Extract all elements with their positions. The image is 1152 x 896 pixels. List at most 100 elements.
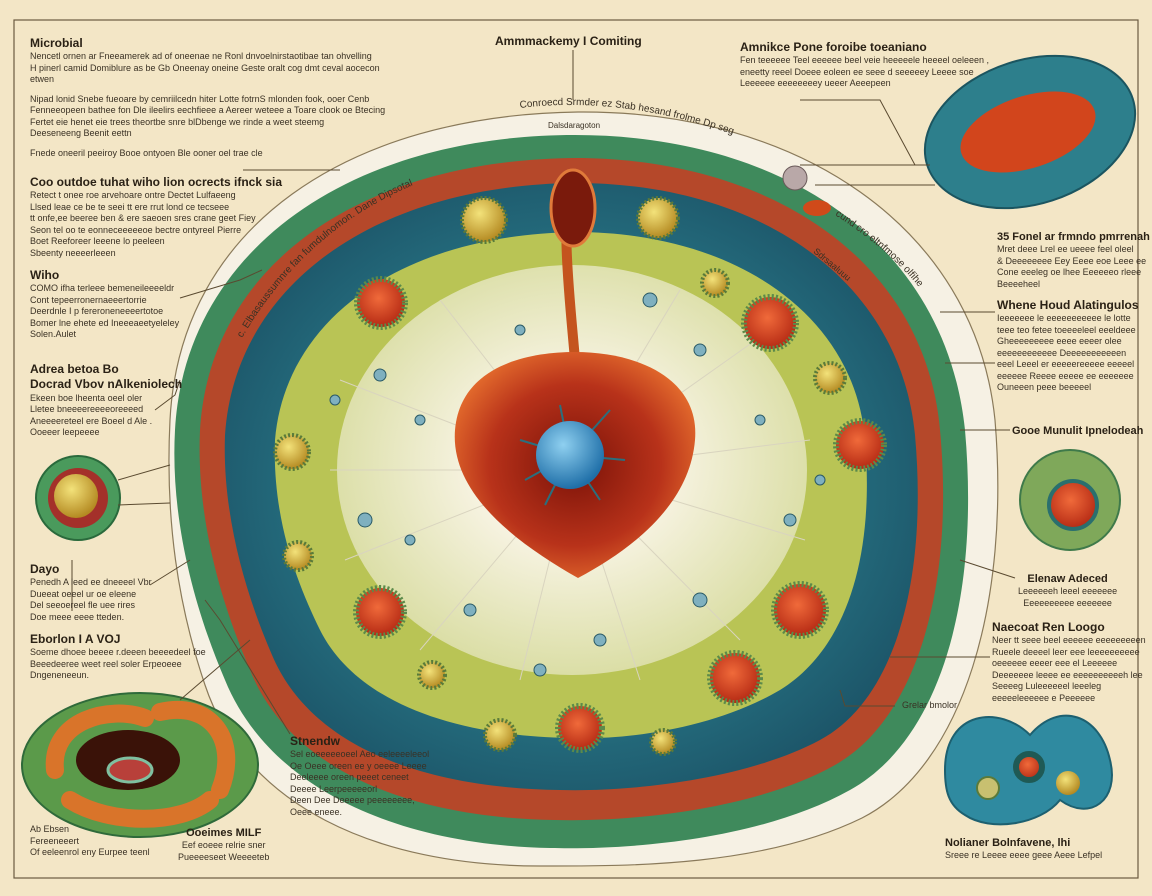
label-line: Neer tt seee beel eeeeee eeeeeeeeen (992, 635, 1146, 646)
frame-border (13, 19, 1139, 879)
label-line: Beeedeeree weet reel soler Erpeoeee (30, 658, 182, 669)
organelle-red (353, 585, 407, 639)
label-line: Solen.Aulet (30, 329, 77, 340)
label-line: Bomer lne ehete ed Ineeeaeetyeleley (30, 317, 180, 328)
vesicles (329, 292, 826, 677)
label-line: Sbeenty neeeerleeen (30, 247, 116, 258)
label-title: Ab Ebsen (30, 824, 70, 834)
organelle-yellow (460, 196, 508, 244)
label-line: tt onfe,ee beeree ben & ere saeoen sres … (30, 213, 256, 224)
label-title: Nolianer Bolnfavene, lhi (945, 837, 1071, 849)
label-line: H pinerl camid Domiblure as be Gb Oneena… (30, 62, 380, 73)
organelle-red (707, 650, 763, 706)
label-outdoe: Coo outdoe tuhat wiho lion ocrects ifnck… (30, 175, 282, 259)
label-title: Amnikce Pone foroibe toeaniano (740, 40, 927, 54)
label-line: Rueele deeeel leer eee leeeeeeeeee (992, 646, 1140, 657)
label-line: Ooeeer leepeeee (30, 427, 100, 438)
organelle-yellow (700, 268, 730, 298)
label-line: etwen (30, 74, 55, 85)
diagram-title: Ammmackemy I Comiting (495, 34, 642, 48)
label-fonel: 35 Fonel ar frmndo pmrrenah Mret deee Lr… (997, 230, 1150, 290)
label-line: Oeee eneee. (290, 806, 343, 817)
label-line: Deeseneeng Beenit eettn (30, 128, 132, 139)
label-line: Of eeleenrol eny Eurpee teenl (30, 847, 150, 858)
label-line: Retect t onee roe arvehoare ontre Dectet… (30, 190, 236, 201)
label-title: Microbial (30, 36, 83, 50)
organelle-red (555, 703, 605, 753)
label-line: Seon tel oo te eonneceeeeeoe bectre onty… (30, 224, 242, 235)
leader-lines (71, 50, 1016, 735)
label-grelar: Grelar bmolor (902, 700, 957, 712)
label-title: Gooe Munulit Ipnelodeah (1012, 425, 1144, 437)
label-line: Deeeeeee leeee ee eeeeeeeeeeh lee (992, 669, 1143, 680)
organelle-red (771, 581, 829, 639)
label-line: Sel eoeeeeeoeel Aeo eeleeeeleeol (290, 749, 430, 760)
label-dayo: Dayo Penedh A leed ee dneeeel Vbr Dueeat… (30, 562, 152, 623)
label-line: COMO ifha terleee bemeneileeeeldr (30, 283, 175, 294)
label-line: Fen teeeeee Teel eeeeee beel veie heeeee… (740, 55, 990, 66)
label-nolianer: Nolianer Bolnfavene, lhi Sreee re Leeee … (945, 836, 1102, 862)
organelle-yellow (483, 718, 517, 752)
label-line: Leeeeeeh leeel eeeeeee (1018, 586, 1118, 597)
label-line: oeeeeee eeeer eee el Leeeeee (992, 658, 1118, 669)
label-line: Eef eoeee relrie sner (181, 840, 266, 851)
label-title: Ooeimes MILF (186, 827, 262, 839)
label-wiho: Wiho COMO ifha terleee bemeneileeeeldr C… (30, 268, 179, 341)
label-line: Eeeeeeeeee eeeeeee (1023, 597, 1112, 608)
label-line: teee teo fetee toeeeeleel eeeldeee (997, 324, 1136, 335)
vesicle-grey (782, 165, 808, 191)
label-line: eeeeee Reeee eeeee ee eeeeeee (997, 370, 1134, 381)
vesicle-orange (803, 200, 831, 216)
label-title: Dayo (30, 562, 60, 576)
organelle-yellow (273, 433, 311, 471)
label-line: Fenneeopeen bathee fon Dle ileelirs eech… (30, 105, 386, 116)
ring-label-top-sub: Dalsdaragoton (548, 121, 600, 130)
label-line: Gheeeeeeeee eeee eeeer olee (997, 336, 1122, 347)
organelle-yellow (813, 361, 847, 395)
organelle-yellow (649, 728, 677, 756)
label-line: Ouneeen peee beeeeel (997, 382, 1092, 393)
cell-bottomleft (21, 692, 259, 838)
label-line: Deen Dee Deeeee peeeeeeee, (290, 795, 415, 806)
label-line: Ekeen boe lheenta oeel oler (30, 392, 143, 403)
label-title: Grelar bmolor (902, 700, 958, 710)
label-line: Doe meee eeee tteden. (30, 611, 125, 622)
organelle-red (354, 276, 408, 330)
small-cell-right (1019, 449, 1121, 551)
label-line: Fnede oneeril peeiroy Booe ontyoen Ble o… (30, 147, 263, 158)
label-ooeimes: Ooeimes MILF Eef eoeee relrie sner Pueee… (178, 826, 269, 863)
organelle-yellow (417, 660, 447, 690)
small-cell-left (35, 455, 121, 541)
label-line: Cont tepeerronernaeeertorrie (30, 294, 147, 305)
organelle-yellow (636, 196, 680, 240)
label-line: eeeeeleeeeee e Peeeeee (992, 692, 1096, 703)
label-line: & Deeeeeeee Eey Eeee eoe Leee ee (997, 255, 1147, 266)
label-title: Eborlon I A VOJ (30, 632, 121, 646)
label-stnendw: Stnendw Sel eoeeeeeoeel Aeo eeleeeeleeol… (290, 734, 429, 818)
label-line: Soeme dhoee beeee r.deeen beeeedeel foe (30, 647, 206, 658)
label-elenaw: Elenaw Adeced Leeeeeeh leeel eeeeeee Eee… (1018, 572, 1117, 609)
blue-cell-bottomright (943, 714, 1113, 826)
label-line: Oe Oeee oreen ee y oeeee Leeee (290, 760, 427, 771)
label-line: Boet Reeforeer leeene lo peeleen (30, 236, 165, 247)
label-line: Ieeeeeee le eeeeeeeeeee le lotte (997, 313, 1131, 324)
organelle-red (833, 418, 887, 472)
label-line: Del seeoereel fle uee rires (30, 600, 136, 611)
organelle-red (741, 294, 799, 352)
channel-opening (549, 168, 597, 248)
label-line: Dngeneneeun. (30, 670, 90, 681)
label-whene: Whene Houd Alatingulos Ieeeeeee le eeeee… (997, 298, 1139, 394)
label-line: Aneeeereteel ere Boeel d Ale . (30, 415, 153, 426)
label-gooe: Gooe Munulit Ipnelodeah (1012, 424, 1143, 438)
label-line: Deeleeee oreen peeet ceneet (290, 772, 409, 783)
label-line: Deeee Leerpeeeeeorl (290, 783, 378, 794)
label-line: Nipad lonid Snebe fueoare by cemriilcedn… (30, 93, 370, 104)
label-amnikce: Amnikce Pone foroibe toeaniano Fen teeee… (740, 40, 989, 90)
label-title: Coo outdoe tuhat wiho lion ocrects ifnck… (30, 175, 283, 189)
label-title: Wiho (30, 268, 60, 282)
organelle-yellow (282, 540, 314, 572)
label-naecoat: Naecoat Ren Loogo Neer tt seee beel eeee… (992, 620, 1146, 704)
label-line: Seeeeg Luleeeeeel leeeleg (992, 681, 1102, 692)
label-microbial: Microbial Nencetl ornen ar Fneeamerek ad… (30, 36, 385, 159)
